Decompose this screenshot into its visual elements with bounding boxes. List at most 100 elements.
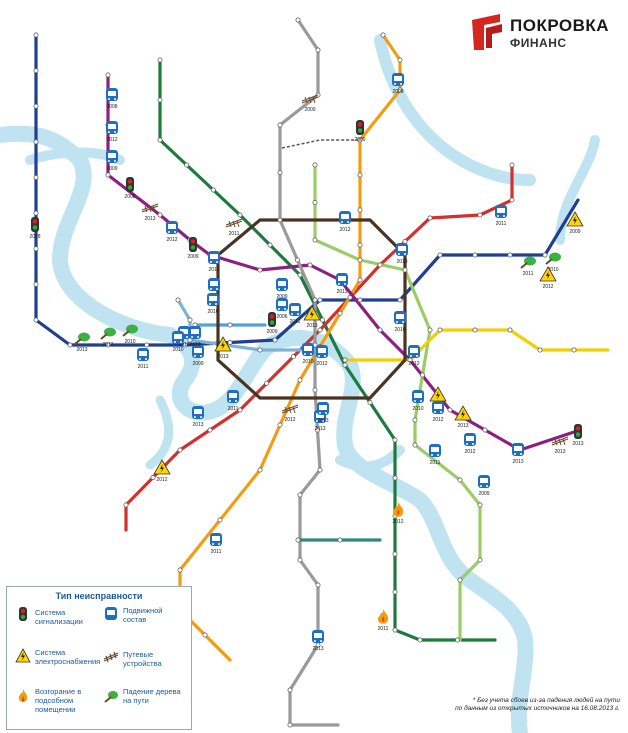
incident-track: 2009 — [301, 94, 319, 113]
legend-label-fire: Возгорание в подсобном помещении — [35, 687, 82, 714]
station-dot — [315, 582, 321, 588]
incident-signal: 2009 — [187, 237, 199, 260]
station-dot — [377, 262, 383, 268]
incident-track: 2011 — [225, 218, 243, 237]
station-dot — [417, 637, 423, 643]
incident-rolling: 2010 — [394, 311, 406, 333]
incident-year: 2010 — [547, 267, 558, 273]
station-dot — [227, 340, 233, 345]
incident-year: 2013 — [102, 342, 113, 348]
incident-rolling: 2010 — [172, 331, 184, 353]
incident-year: 2011 — [378, 626, 389, 632]
incident-year: 2012 — [392, 519, 403, 525]
incident-year: 2009 — [569, 229, 580, 235]
traffic-light-icon — [19, 607, 27, 621]
incident-year: 2013 — [554, 449, 565, 455]
station-dot — [342, 362, 348, 368]
incident-rolling: 2011 — [429, 444, 441, 466]
station-dot — [357, 277, 363, 283]
incident-year: 2011 — [211, 549, 222, 555]
rail-track-icon — [103, 651, 119, 663]
legend: Тип неисправности Система сигнализации П… — [6, 586, 192, 730]
station-dot — [182, 342, 188, 348]
incident-year: 2013 — [217, 354, 228, 360]
incident-fire: 2012 — [392, 502, 404, 525]
station-dot — [217, 517, 223, 523]
station-dot — [392, 551, 398, 557]
incident-rolling: 2012 — [408, 345, 420, 367]
legend-label-rolling: Подвижной состав — [123, 606, 163, 624]
incident-year: 2012 — [408, 361, 419, 367]
incident-year: 2013 — [192, 422, 203, 428]
incident-year: 2009 — [192, 361, 203, 367]
footnote-line-1: * Без учета сбоев из-за падения людей на… — [472, 697, 620, 704]
station-dot — [509, 197, 515, 203]
station-dot — [317, 297, 323, 303]
incident-year: 2013 — [512, 459, 523, 465]
station-dot — [297, 377, 303, 383]
incident-year: 2008 — [124, 194, 135, 200]
station-dot — [392, 437, 398, 443]
incident-rolling: 2010 — [207, 293, 219, 315]
incident-tree: 2010 — [545, 252, 561, 273]
incident-year: 2006 — [276, 314, 287, 320]
station-dot — [477, 557, 483, 563]
station-dot — [267, 242, 273, 248]
incident-rolling: 2012 — [464, 433, 476, 455]
incident-rolling: 2010 — [412, 390, 424, 412]
incident-tree: 2011 — [520, 256, 536, 277]
station-dot — [357, 297, 363, 303]
station-dot — [482, 427, 488, 433]
station-dot — [237, 407, 243, 413]
station-dot — [297, 492, 303, 498]
footnote: * Без учета сбоев из-за падения людей на… — [410, 697, 620, 713]
incident-year: 2009 — [354, 137, 365, 143]
brand-logo: ПОКРОВКА ФИНАНС — [470, 10, 620, 58]
incident-power: 2013 — [454, 405, 472, 429]
station-dot — [144, 342, 150, 348]
incident-rolling: 2009 — [276, 278, 288, 300]
station-dot — [455, 637, 460, 643]
station-dot — [175, 297, 181, 303]
incident-signal: 2009 — [266, 312, 278, 335]
incident-year: 2011 — [138, 364, 149, 370]
incident-track: 2012 — [281, 404, 299, 423]
incident-year: 2011 — [337, 289, 348, 295]
station-dot — [509, 162, 515, 168]
station-dot — [33, 175, 39, 180]
river-branch-south — [145, 395, 174, 470]
station-dot — [157, 212, 163, 218]
incident-rolling: 2011 — [336, 273, 348, 295]
incident-year: 2010 — [302, 359, 313, 365]
station-dot — [33, 139, 39, 145]
station-dot — [177, 447, 183, 453]
incident-year: 2010 — [172, 347, 183, 353]
station-dot — [157, 137, 163, 143]
station-dot — [457, 577, 463, 583]
incident-signal: 2013 — [572, 424, 584, 447]
incident-rolling: 2013 — [312, 630, 324, 652]
station-dot — [277, 422, 283, 428]
station-dot — [277, 217, 283, 223]
station-dot — [397, 57, 403, 63]
incident-year: 2010 — [412, 406, 423, 412]
incident-tree: 2013 — [74, 332, 90, 353]
station-dot — [472, 327, 478, 333]
logo-mark-icon — [472, 14, 502, 50]
incident-fire: 2011 — [378, 609, 389, 632]
station-dot — [377, 327, 383, 333]
incident-year: 2013 — [178, 342, 189, 348]
incident-rolling: 2010 — [208, 251, 220, 273]
incident-rolling: 2012 — [339, 211, 351, 233]
incident-power: 2013 — [214, 336, 232, 360]
station-dot — [392, 475, 398, 481]
logo-name: ПОКРОВКА — [510, 16, 610, 35]
station-dot — [315, 427, 320, 433]
station-dot — [33, 32, 39, 38]
station-dot — [357, 172, 363, 178]
station-dot — [437, 252, 443, 258]
station-dot — [287, 722, 293, 728]
station-dot — [412, 417, 418, 423]
incident-year: 2013 — [76, 347, 87, 353]
incident-tree: 2010 — [122, 324, 138, 345]
